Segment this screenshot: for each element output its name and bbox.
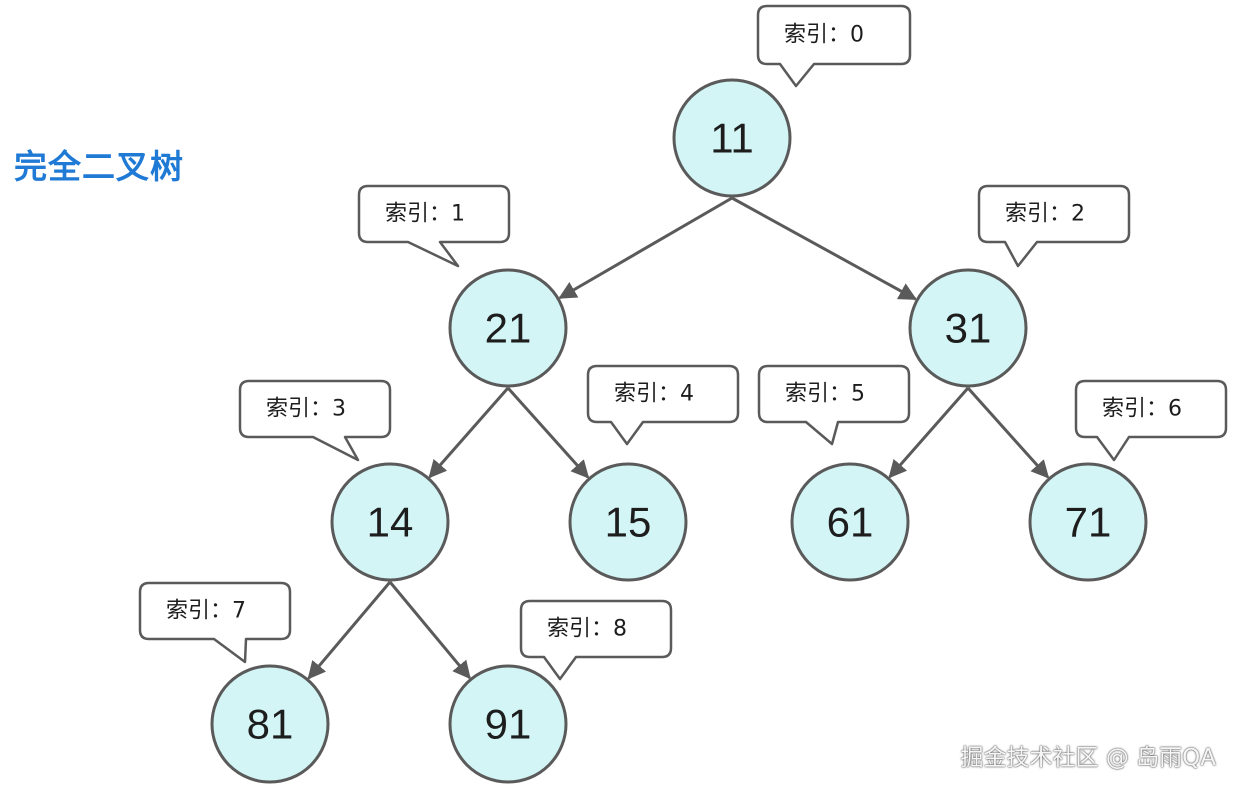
node-value: 91 <box>485 701 532 748</box>
edge-arrow <box>506 386 590 479</box>
callout-bubble <box>238 379 392 462</box>
index-label: 索引：3 <box>266 397 346 422</box>
tree-node: 15 <box>568 462 688 582</box>
index-label: 索引：7 <box>166 599 246 624</box>
tree-node: 81 <box>210 664 330 784</box>
node-value: 81 <box>247 701 294 748</box>
index-label: 索引：4 <box>614 382 694 407</box>
node-value: 15 <box>605 499 652 546</box>
tree-node: 91 <box>448 664 568 784</box>
index-label: 索引：8 <box>547 617 627 642</box>
tree-node: 11 <box>672 78 792 198</box>
node-value: 61 <box>827 499 874 546</box>
node-circle <box>790 462 910 582</box>
index-callout: 索引：3 <box>238 379 392 462</box>
tree-node: 14 <box>330 462 450 582</box>
node-value: 71 <box>1065 499 1112 546</box>
edge-arrow <box>966 386 1050 479</box>
edge-arrow <box>307 581 392 680</box>
index-label: 索引：0 <box>784 23 864 48</box>
node-value: 14 <box>367 499 414 546</box>
callouts-layer: 索引：0 索引：1 索引：2 索引：3 索引：4 索引：5 索引：6 索引：7 索引：8 <box>138 4 1228 681</box>
callout-bubble <box>519 599 673 681</box>
edges-layer <box>307 196 1050 680</box>
node-circle <box>330 462 450 582</box>
tree-node: 21 <box>448 268 568 388</box>
index-label: 索引：1 <box>385 202 465 227</box>
callout-bubble <box>357 184 511 268</box>
callout-bubble <box>756 4 912 88</box>
index-callout: 索引：4 <box>586 364 740 446</box>
index-label: 索引：5 <box>785 382 865 407</box>
callout-bubble <box>757 364 911 446</box>
diagram-title: 完全二叉树 <box>14 147 184 186</box>
index-callout: 索引：8 <box>519 599 673 681</box>
node-circle <box>1028 462 1148 582</box>
edge-arrow <box>428 387 510 479</box>
nodes-layer: 11 21 31 14 15 61 71 81 91 <box>210 78 1148 784</box>
callout-bubble <box>586 364 740 446</box>
node-circle <box>210 664 330 784</box>
node-value: 21 <box>485 305 532 352</box>
edge-arrow <box>388 581 471 680</box>
edge-arrow <box>558 196 733 300</box>
tree-node: 71 <box>1028 462 1148 582</box>
node-value: 11 <box>710 115 754 162</box>
watermark: 掘金技术社区 @ 岛雨QA <box>960 745 1216 771</box>
index-label: 索引：6 <box>1102 397 1182 422</box>
index-callout: 索引：2 <box>977 184 1131 268</box>
node-circle <box>448 268 568 388</box>
edge-arrow <box>888 387 970 479</box>
index-callout: 索引：1 <box>357 184 511 268</box>
index-label: 索引：2 <box>1005 202 1085 227</box>
index-callout: 索引：0 <box>756 4 912 88</box>
index-callout: 索引：7 <box>138 581 292 664</box>
edge-arrow <box>731 196 918 301</box>
tree-node: 31 <box>908 268 1028 388</box>
node-circle <box>448 664 568 784</box>
index-callout: 索引：5 <box>757 364 911 446</box>
node-circle <box>672 78 792 198</box>
index-callout: 索引：6 <box>1074 379 1228 462</box>
node-value: 31 <box>945 305 992 352</box>
callout-bubble <box>138 581 292 664</box>
tree-node: 61 <box>790 462 910 582</box>
node-circle <box>908 268 1028 388</box>
callout-bubble <box>1074 379 1228 462</box>
callout-bubble <box>977 184 1131 268</box>
node-circle <box>568 462 688 582</box>
